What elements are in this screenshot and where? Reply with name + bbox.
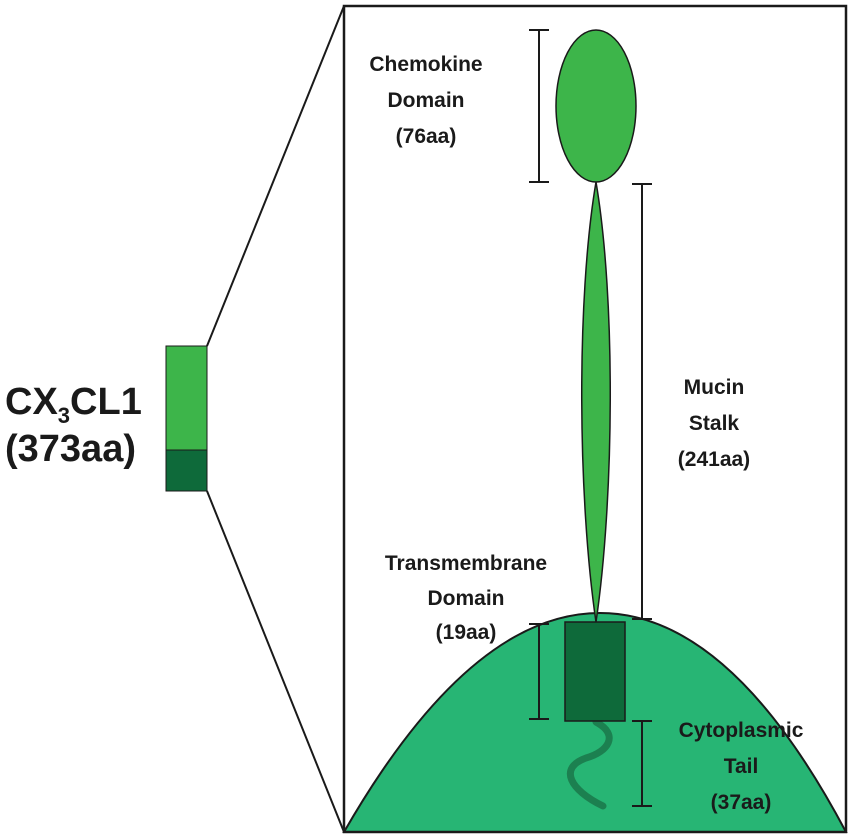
zoom-box: [342, 4, 848, 834]
mucin-stalk: [581, 181, 611, 623]
protein-bar-intracellular: [165, 449, 208, 492]
chemokine-label-length: (76aa): [396, 125, 457, 148]
protein-name-end: CL1: [70, 381, 142, 423]
cytoplasmic-label-line2: Tail: [724, 755, 759, 778]
cytoplasmic-label-length: (37aa): [711, 791, 772, 814]
chemokine-domain-shape: [555, 29, 637, 183]
protein-length: (373aa): [5, 428, 136, 470]
cytoplasmic-tail-squiggle: [566, 718, 613, 810]
transmembrane-label-line2: Domain: [427, 587, 504, 610]
mucin-label-line1: Mucin: [684, 376, 745, 399]
mucin-bracket: [632, 183, 652, 620]
mucin-label-line2: Stalk: [689, 412, 740, 435]
chemokine-label-line1: Chemokine: [369, 53, 482, 76]
protein-bar-extracellular: [165, 345, 208, 451]
transmembrane-label-length: (19aa): [436, 621, 497, 644]
chemokine-bracket: [529, 29, 549, 183]
mucin-label-length: (241aa): [678, 448, 750, 471]
protein-name-subscript: 3: [58, 403, 70, 428]
cytoplasmic-bracket: [632, 720, 652, 807]
protein-name-main: CX: [5, 381, 58, 423]
zoom-line-top: [206, 5, 345, 347]
transmembrane-label-line1: Transmembrane: [385, 552, 547, 575]
chemokine-label-line2: Domain: [387, 89, 464, 112]
protein-name: CX3CL1: [5, 381, 142, 428]
transmembrane-bracket: [529, 623, 549, 720]
transmembrane-domain-shape: [564, 621, 626, 722]
cytoplasmic-label-line1: Cytoplasmic: [679, 719, 804, 742]
zoom-line-bottom: [206, 490, 345, 833]
